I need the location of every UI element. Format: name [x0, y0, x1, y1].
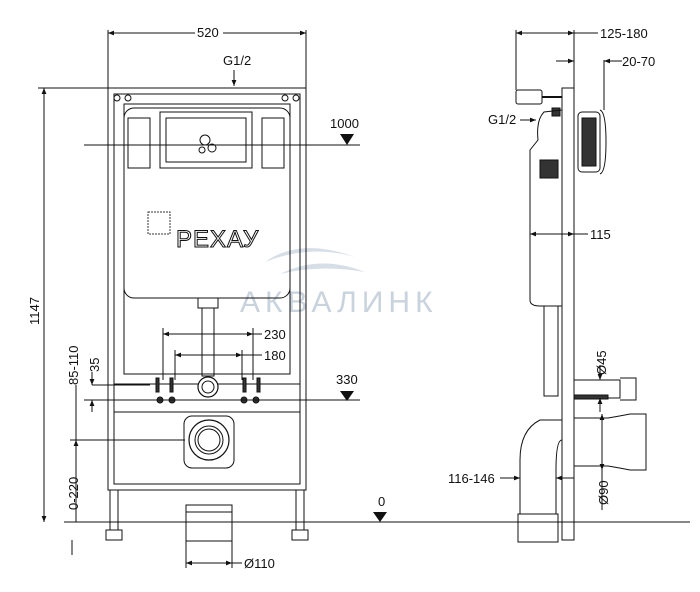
rehau-logo: РЕХАУ [147, 211, 259, 254]
side-dimensions: 125-180 20-70 G1/2 115 Ø45 Ø90 116-146 [448, 26, 655, 510]
dim-d90: Ø90 [596, 480, 611, 505]
dim-0-220: 0-220 [66, 477, 81, 510]
level-0-label: 0 [378, 494, 385, 509]
dim-20-70: 20-70 [622, 54, 655, 69]
front-dimensions: 520 G1/2 1147 1000 330 0 230 180 35 85-1… [27, 25, 690, 571]
dim-116-146: 116-146 [448, 471, 495, 486]
front-inlet-label: G1/2 [223, 53, 251, 68]
dim-height: 1147 [27, 297, 42, 325]
level-1000-label: 1000 [330, 116, 359, 131]
dim-width: 520 [197, 25, 219, 40]
dim-85-110: 85-110 [66, 345, 81, 385]
logo-text: РЕХАУ [176, 226, 259, 253]
front-view: РЕХАУ [105, 87, 309, 542]
dim-180: 180 [264, 348, 286, 363]
side-inlet-label: G1/2 [488, 112, 516, 127]
watermark: АКВАЛИНК [240, 248, 438, 319]
dim-d45: Ø45 [594, 350, 609, 375]
watermark-text: АКВАЛИНК [240, 286, 438, 319]
dim-125-180: 125-180 [600, 26, 648, 41]
side-view [515, 87, 647, 543]
frame-outer [107, 87, 307, 491]
dim-d110: Ø110 [244, 556, 275, 571]
dim-115: 115 [590, 227, 611, 242]
frame-side [561, 87, 575, 541]
dim-35: 35 [87, 358, 102, 372]
dim-230: 230 [264, 327, 286, 342]
level-330-label: 330 [336, 372, 358, 387]
